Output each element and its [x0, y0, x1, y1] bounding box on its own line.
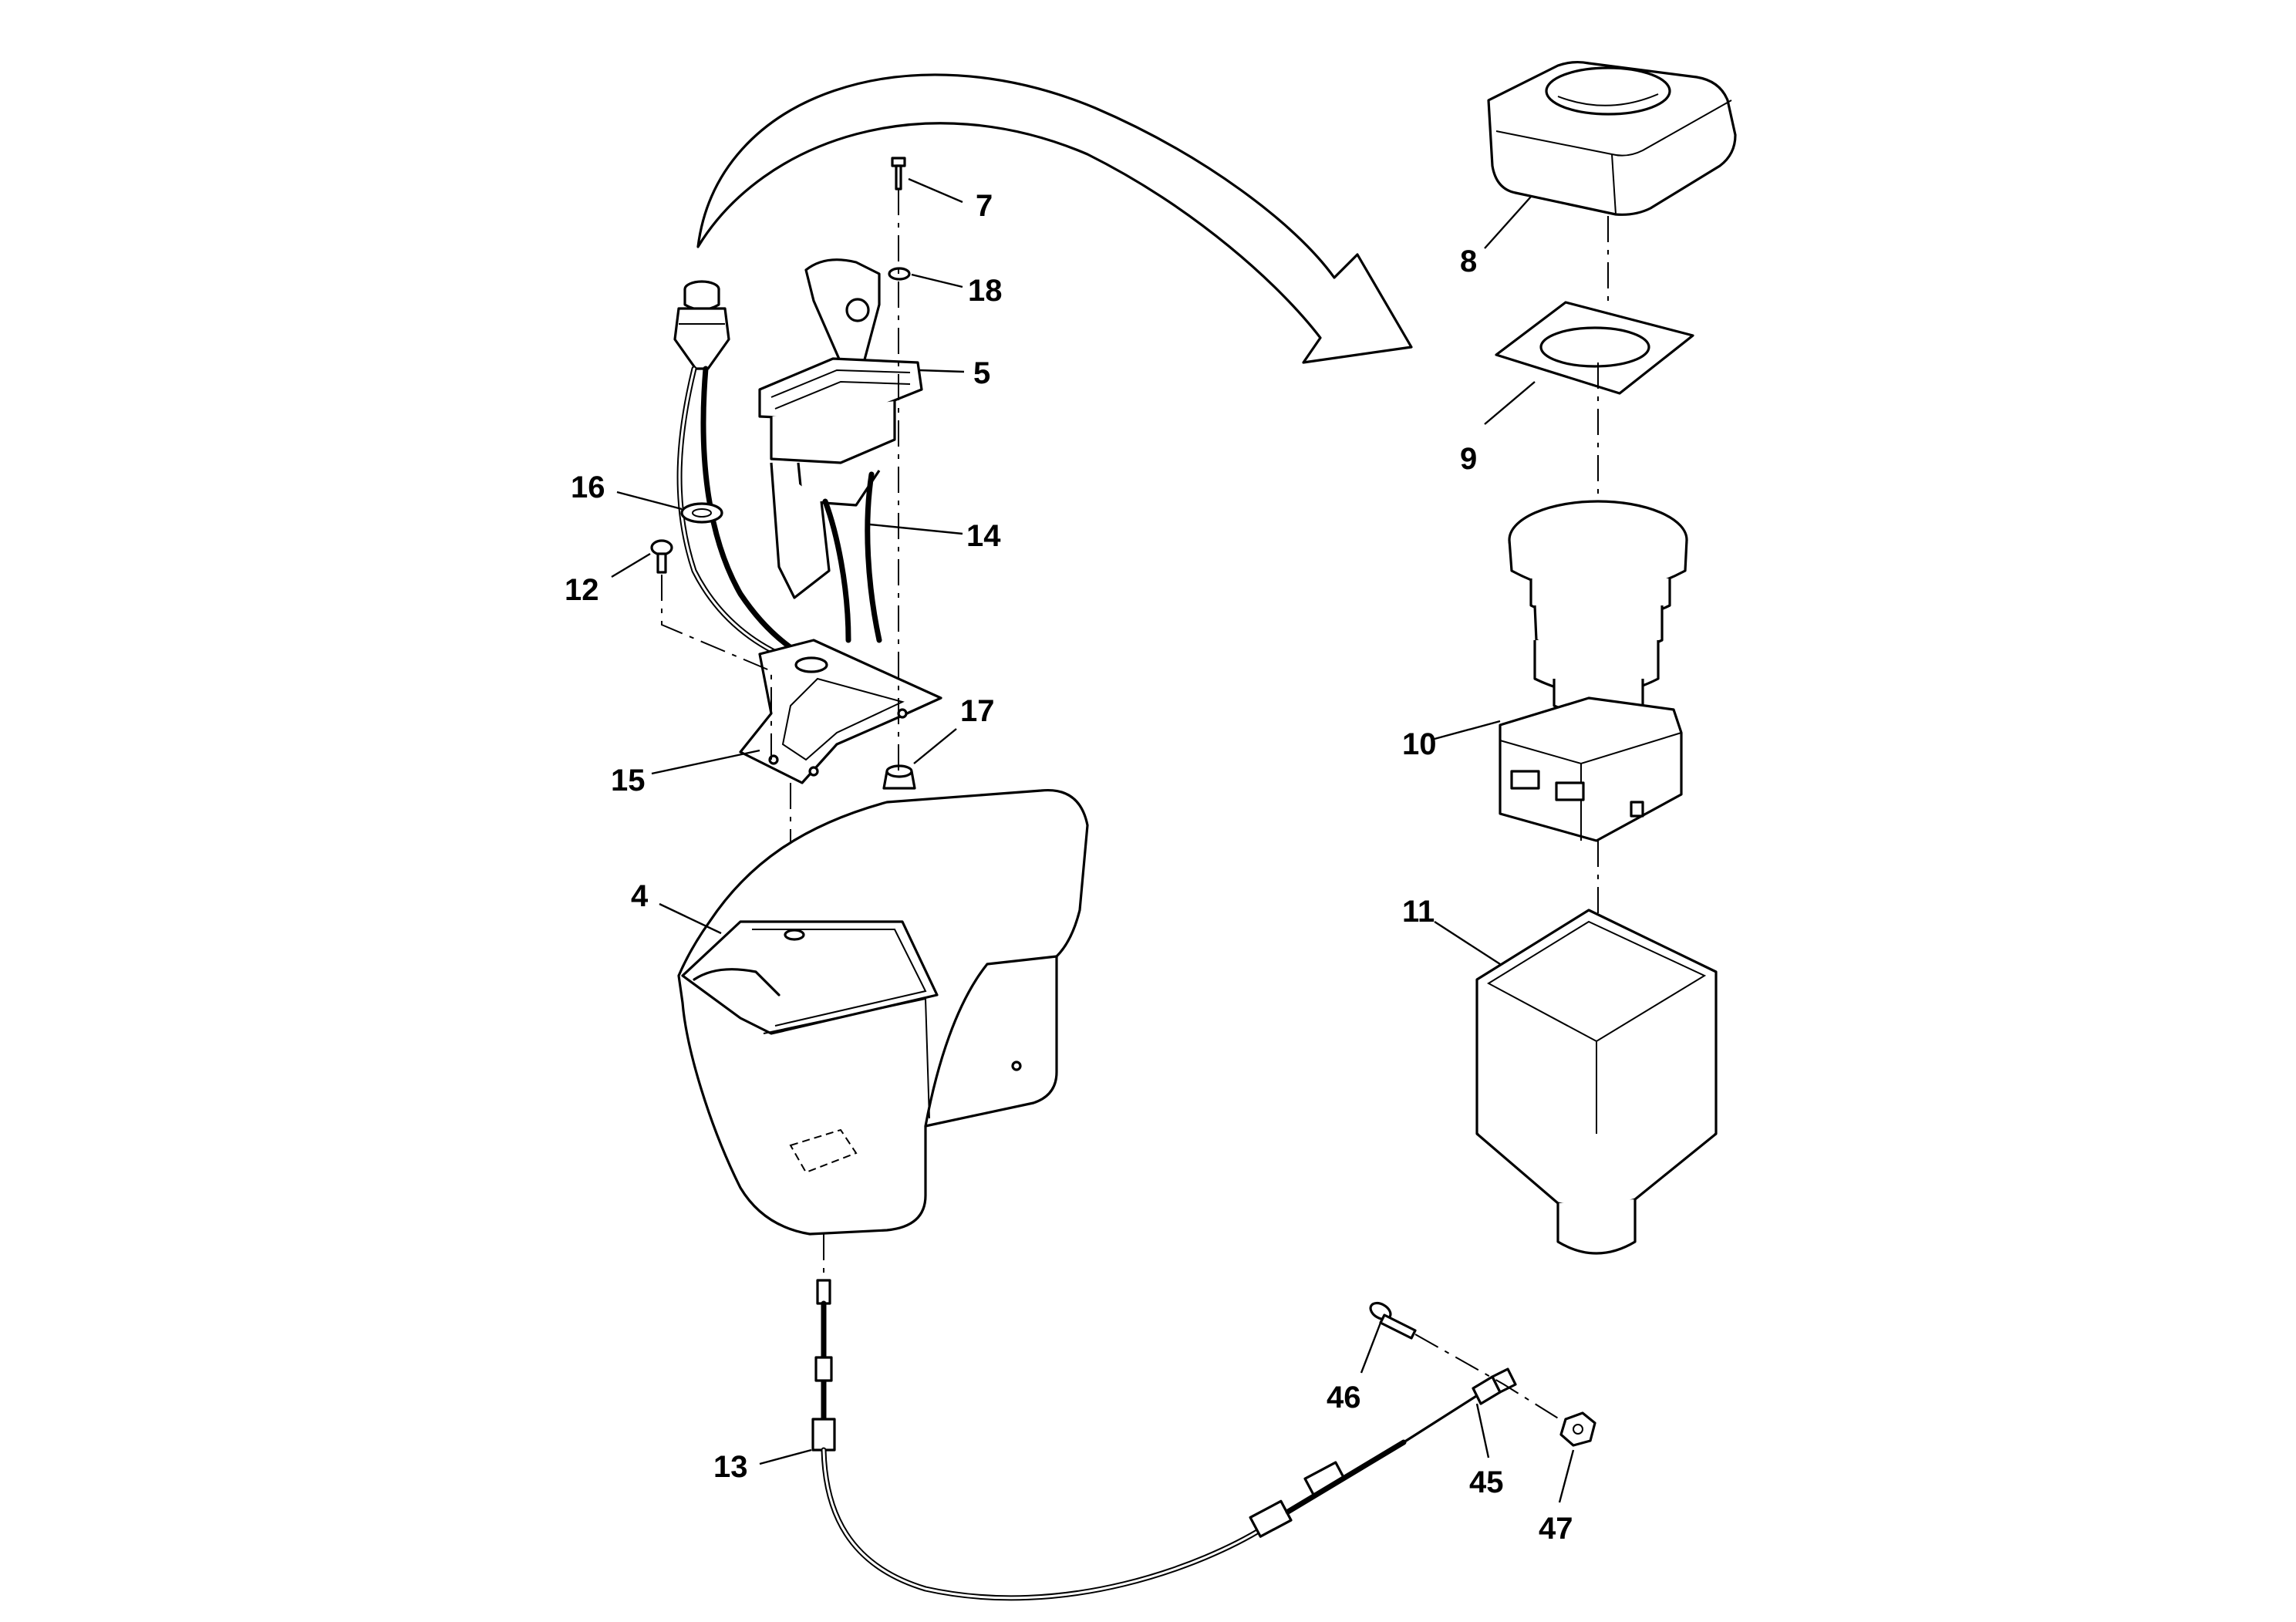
callout-labels: 7 18 5 14 16 12 17 15 4 8 9 10 11 13 46 … [565, 189, 1573, 1546]
assembly-line-screw-12 [661, 575, 772, 760]
part-47-nut [1559, 1411, 1596, 1447]
callout-17: 17 [960, 694, 995, 728]
callout-47: 47 [1539, 1512, 1573, 1546]
callout-10: 10 [1402, 727, 1437, 761]
part-45-clevis [1472, 1367, 1517, 1405]
part-13-shift-cable [811, 1234, 1490, 1601]
callout-18: 18 [968, 274, 1003, 308]
callout-5: 5 [973, 356, 990, 390]
part-11-housing-cup [1475, 909, 1718, 1255]
callout-4: 4 [631, 879, 649, 913]
assembly-line-pin [1414, 1334, 1566, 1424]
part-16-push-button-switch [673, 280, 821, 666]
callout-11: 11 [1402, 895, 1435, 929]
callout-45: 45 [1469, 1465, 1504, 1499]
part-7-screw [891, 157, 906, 191]
callout-16: 16 [571, 470, 605, 504]
callout-14: 14 [966, 519, 1001, 553]
callout-46: 46 [1327, 1381, 1361, 1415]
callout-15: 15 [611, 764, 646, 798]
part-8-knob-cap [1487, 60, 1737, 216]
detail-view-arrow [696, 73, 1413, 364]
part-9-gasket [1495, 301, 1694, 395]
part-46-pin [1369, 1301, 1417, 1340]
callout-12: 12 [565, 573, 599, 607]
leader-lines [611, 177, 1575, 1503]
part-10-switch-body [1499, 500, 1688, 842]
part-5-shift-lever [758, 258, 923, 643]
callout-7: 7 [976, 189, 993, 223]
part-4-console-housing [677, 788, 1089, 1236]
callout-9: 9 [1460, 442, 1477, 476]
callout-13: 13 [713, 1450, 748, 1484]
part-12-screw [650, 539, 673, 574]
callout-8: 8 [1460, 244, 1477, 278]
